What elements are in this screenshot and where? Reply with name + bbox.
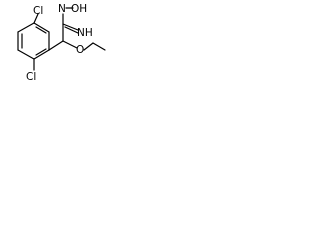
benzene-ring bbox=[17, 22, 50, 60]
ring-bond-2 bbox=[33, 22, 50, 33]
bond-c-to-nh-double-1 bbox=[62, 23, 79, 31]
ring-double-bond-3 bbox=[35, 48, 47, 56]
ring-bond-1 bbox=[17, 22, 35, 33]
bond-ring-to-cl-top bbox=[33, 13, 39, 24]
ring-double-bond-2 bbox=[35, 26, 47, 34]
bond-ring-to-ch bbox=[48, 40, 64, 51]
chemical-structure-diagram: Cl Cl N OH NH O bbox=[17, 3, 106, 83]
atom-n-oxime: N bbox=[58, 3, 66, 15]
ring-bond-5 bbox=[17, 49, 35, 60]
bond-ch-to-o bbox=[62, 40, 78, 49]
atom-cl-top: Cl bbox=[33, 5, 43, 17]
bond-c-to-nh-double-2 bbox=[64, 26, 79, 34]
atom-cl-bottom: Cl bbox=[26, 71, 36, 83]
ring-bond-4 bbox=[33, 49, 50, 60]
atom-oh: OH bbox=[71, 3, 87, 15]
bond-ch2-to-ch3 bbox=[92, 42, 106, 51]
bond-o-to-ch2 bbox=[83, 42, 94, 51]
atom-o-ether: O bbox=[76, 44, 84, 56]
atom-nh: NH bbox=[77, 27, 93, 39]
